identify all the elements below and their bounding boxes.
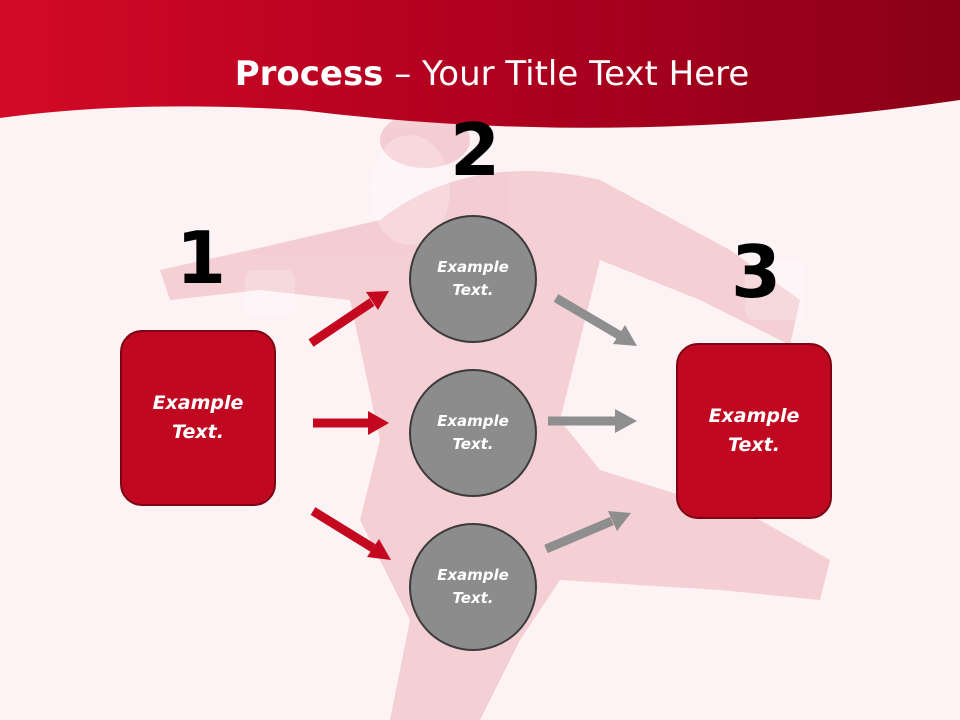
gray-arrow-up [544, 511, 631, 554]
circle-middle-line1: Example [437, 412, 509, 430]
title-bold: Process [234, 54, 384, 94]
circle-middle-line2: Text. [452, 435, 494, 453]
step-box-right-line1: Example [708, 405, 800, 427]
step-number-3: 3 [731, 230, 782, 314]
header-band [0, 0, 960, 128]
red-arrow-up [308, 291, 389, 347]
step-box-left-line1: Example [152, 392, 244, 414]
gray-arrow-down [553, 294, 637, 346]
slide-title: Process – Your Title Text Here [0, 52, 960, 96]
gray-arrow-right [548, 409, 637, 433]
red-arrow-right [313, 411, 389, 435]
step-box-right-line2: Text. [728, 434, 780, 456]
step-box-left-line2: Text. [172, 421, 224, 443]
circle-top-line1: Example [437, 258, 509, 276]
step-number-2: 2 [450, 108, 501, 192]
title-rest: – Your Title Text Here [383, 54, 750, 94]
circle-top-line2: Text. [452, 281, 494, 299]
circle-bottom-line1: Example [437, 566, 509, 584]
step-number-1: 1 [176, 216, 227, 300]
circle-bottom-line2: Text. [452, 589, 494, 607]
red-arrow-down [310, 507, 391, 560]
